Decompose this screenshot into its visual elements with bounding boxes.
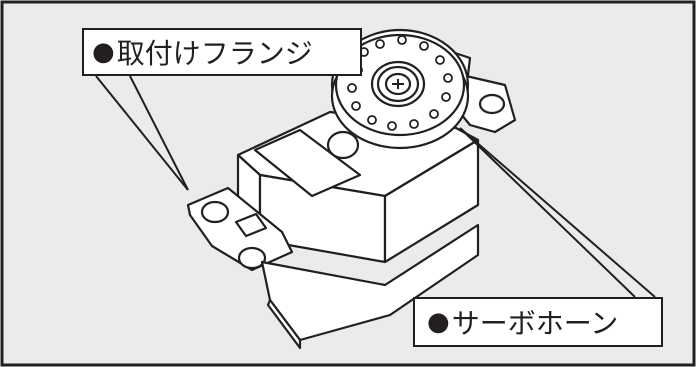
servo-right-face: [383, 138, 480, 264]
servo-horn-screw-cross: [392, 79, 404, 89]
flange-callout: ● 取付けフランジ: [82, 28, 362, 76]
horn-callout-text: サーボホーン: [451, 307, 619, 340]
servo-body: [186, 28, 517, 350]
flange-callout-text: 取付けフランジ: [116, 37, 313, 70]
servo-horn-holes: [347, 35, 453, 131]
horn-leader: [459, 127, 656, 298]
servo-top-panel: [253, 128, 362, 198]
servo-top-boss: [326, 130, 360, 160]
flange-bullet: ●: [92, 37, 115, 67]
horn-callout: ● サーボホーン: [413, 297, 663, 347]
servo-lower-edge: [266, 298, 302, 350]
horn-bullet: ●: [427, 307, 450, 337]
left-flange-hole-bottom: [237, 246, 267, 270]
left-flange-tab: [234, 212, 268, 238]
right-flange-hole: [478, 93, 506, 115]
flange-leader: [95, 75, 189, 191]
left-flange-hole-top: [200, 200, 230, 224]
